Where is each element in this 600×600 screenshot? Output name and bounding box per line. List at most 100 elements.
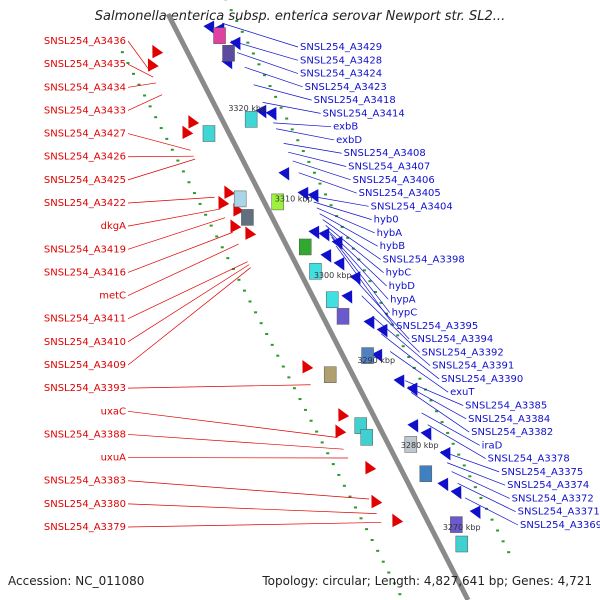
right-dot-track-mark	[407, 356, 411, 359]
left-dot-track-mark	[187, 181, 191, 184]
right-gene-arrow	[393, 374, 405, 388]
gene-box	[222, 45, 235, 62]
right-dot-track-mark	[479, 496, 483, 499]
gene-box	[244, 111, 258, 128]
left-leader-line	[127, 261, 248, 320]
right-gene-label: hypA	[390, 294, 416, 305]
right-dot-track-mark	[373, 290, 377, 293]
gene-box	[360, 429, 374, 446]
gene-box	[298, 238, 312, 256]
left-dot-track-mark	[148, 105, 152, 108]
gene-box	[202, 125, 216, 142]
left-leader-line	[127, 503, 377, 515]
gene-box	[361, 347, 374, 364]
right-gene-label: exbB	[333, 122, 358, 133]
left-dot-track-mark	[242, 289, 246, 292]
left-dot-track-mark	[170, 148, 174, 151]
left-leader-line	[127, 94, 163, 111]
right-dot-track-mark	[351, 247, 355, 250]
right-gene-label: iraD	[482, 440, 503, 451]
right-leader-line	[407, 386, 467, 420]
right-dot-track-mark	[246, 41, 250, 44]
right-leader-line	[244, 66, 303, 88]
right-dot-track-mark	[296, 139, 300, 142]
right-dot-track-mark	[340, 225, 344, 228]
left-gene-label: dkgA	[101, 221, 126, 232]
right-gene-label: SNSL254_A3392	[422, 347, 504, 358]
left-dot-track-mark	[254, 311, 258, 314]
left-dot-track-mark	[165, 137, 169, 140]
left-dot-track-mark	[398, 593, 402, 596]
right-gene-arrow	[469, 505, 481, 520]
left-leader-line	[127, 243, 239, 296]
right-gene-label: hybB	[380, 241, 406, 252]
gene-box	[213, 27, 226, 44]
left-gene-arrow	[147, 58, 159, 72]
left-dot-track-mark	[198, 202, 202, 205]
left-dot-track-mark	[215, 235, 219, 238]
right-dot-track-mark	[379, 301, 383, 304]
left-gene-arrow	[182, 125, 194, 140]
right-leader-line	[276, 128, 335, 141]
right-gene-label: SNSL254_A3372	[512, 493, 594, 504]
right-gene-label: SNSL254_A3375	[501, 467, 583, 478]
left-dot-track-mark	[337, 473, 341, 476]
right-gene-label: SNSL254_A3371	[518, 507, 600, 518]
left-leader-line	[127, 196, 215, 204]
right-dot-track-mark	[290, 128, 294, 131]
right-gene-label: SNSL254_A3391	[432, 361, 514, 372]
right-gene-arrow	[437, 477, 449, 492]
left-dot-track-mark	[126, 61, 130, 64]
right-gene-label: SNSL254_A3394	[411, 334, 493, 345]
right-leader-line	[457, 482, 516, 513]
right-gene-arrow	[349, 271, 361, 285]
right-dot-track-mark	[418, 377, 422, 380]
left-gene-labels: SNSL254_A3436SNSL254_A3435SNSL254_A3434S…	[44, 36, 382, 533]
right-dot-track-mark	[257, 63, 261, 66]
right-gene-arrow	[320, 249, 332, 263]
left-dot-track-mark	[292, 387, 296, 390]
right-gene-label: hypC	[392, 308, 418, 319]
right-leader-line	[237, 52, 299, 74]
right-gene-label: hyb0	[374, 215, 399, 226]
right-dot-track-mark	[301, 150, 305, 153]
right-dot-track-mark	[240, 30, 244, 33]
right-leader-line	[319, 213, 378, 247]
right-gene-label: SNSL254_A3404	[371, 201, 453, 212]
right-gene-label: exuT	[450, 387, 475, 398]
left-dot-track-mark	[159, 127, 163, 130]
right-gene-label: hybA	[377, 228, 403, 239]
left-gene-label: SNSL254_A3426	[44, 152, 126, 163]
left-dot-track-mark	[309, 419, 313, 422]
right-dot-track-mark	[279, 106, 283, 109]
left-gene-arrow	[230, 219, 242, 233]
left-gene-label: SNSL254_A3411	[44, 314, 126, 325]
right-leader-line	[389, 351, 449, 393]
scale-tick-label: 3280 kbp	[401, 441, 439, 450]
left-dot-track-mark	[181, 170, 185, 173]
right-leader-line	[405, 380, 464, 406]
gene-box	[404, 436, 418, 453]
scale-tick-label: 3270 kbp	[443, 523, 481, 532]
right-dot-track-mark	[235, 19, 239, 22]
right-dot-track-mark	[462, 464, 466, 467]
right-gene-arrow	[318, 227, 330, 242]
left-gene-label: SNSL254_A3380	[44, 499, 126, 510]
right-leader-line	[441, 450, 500, 473]
right-dot-track-mark	[468, 475, 472, 478]
right-dot-track-mark	[307, 160, 311, 163]
left-gene-arrow	[335, 424, 347, 438]
left-dot-track-mark	[209, 224, 213, 227]
left-gene-label: SNSL254_A3388	[44, 429, 126, 440]
right-dot-track-mark	[251, 52, 255, 55]
scale-tick-label: 3300 kbp	[314, 271, 352, 280]
gene-box	[323, 366, 337, 383]
right-gene-arrow	[439, 446, 451, 461]
right-leader-line	[427, 424, 486, 459]
left-dot-track-mark	[259, 322, 263, 325]
right-dot-track-mark	[324, 193, 328, 196]
topology-label: Topology: circular; Length: 4,827,641 bp…	[262, 574, 592, 588]
left-dot-track-mark	[131, 72, 135, 75]
right-gene-label: SNSL254_A3384	[468, 414, 550, 425]
